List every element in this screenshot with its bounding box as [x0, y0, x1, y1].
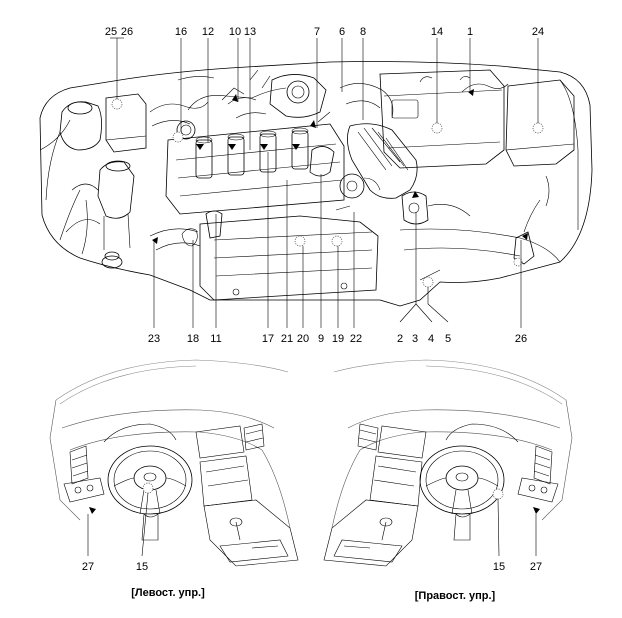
callout-3: 3: [412, 333, 418, 345]
callout-14: 14: [431, 26, 443, 38]
engine-callouts-bottom: 23 18 11 17 21 20 9 19 22 2 3 4 5 26: [148, 333, 527, 345]
callout-6: 6: [339, 26, 345, 38]
callout-1: 1: [467, 26, 473, 38]
callout-26-bottom: 26: [515, 333, 527, 345]
engine-callouts-top: 25 26 16 12 10 13 7 6 8 14 1 24: [105, 26, 544, 38]
dashboard-rhd-leaders: [497, 498, 537, 557]
dashboard-lhd-markers: [89, 482, 154, 514]
dashboard-lhd-illustration: [49, 359, 299, 567]
callout-16: 16: [175, 26, 187, 38]
callout-15-lhd: 15: [136, 561, 148, 573]
callout-7: 7: [314, 26, 320, 38]
callout-24: 24: [532, 26, 544, 38]
callout-22: 22: [350, 333, 362, 345]
callout-11: 11: [210, 333, 221, 345]
callout-18: 18: [187, 333, 199, 345]
callout-4: 4: [428, 333, 434, 345]
dashboard-lhd-leaders: [87, 492, 149, 557]
callout-17: 17: [262, 333, 274, 345]
callout-15-rhd: 15: [493, 561, 505, 573]
callout-12: 12: [202, 26, 214, 38]
callout-8: 8: [360, 26, 366, 38]
callout-27-lhd: 27: [82, 561, 94, 573]
callout-20: 20: [297, 333, 309, 345]
callout-2: 2: [397, 333, 403, 345]
caption-right-hand-drive: [Правост. упр.]: [415, 590, 496, 602]
engine-leader-lines-top: [110, 37, 539, 150]
engine-pointer-arrows: [152, 89, 528, 244]
callout-25: 25: [105, 26, 117, 38]
callout-26-top: 26: [121, 26, 133, 38]
callout-10: 10: [229, 26, 241, 38]
dashboard-rhd-illustration: [323, 359, 573, 567]
callout-19: 19: [332, 333, 344, 345]
callout-23: 23: [148, 333, 160, 345]
callout-9: 9: [318, 333, 324, 345]
callout-21: 21: [281, 333, 293, 345]
dashboard-rhd-labels: 15 27 [Правост. упр.]: [415, 561, 542, 602]
callout-13: 13: [244, 26, 256, 38]
callout-27-rhd: 27: [530, 561, 542, 573]
engine-leader-lines-bottom: [153, 152, 522, 328]
dashboard-lhd-labels: 27 15 [Левост. упр.]: [82, 561, 205, 599]
engine-bay-illustration: [39, 61, 593, 307]
dashboard-rhd-markers: [492, 488, 540, 514]
callout-5: 5: [445, 333, 451, 345]
engine-location-markers: [111, 98, 544, 288]
caption-left-hand-drive: [Левост. упр.]: [131, 587, 205, 599]
